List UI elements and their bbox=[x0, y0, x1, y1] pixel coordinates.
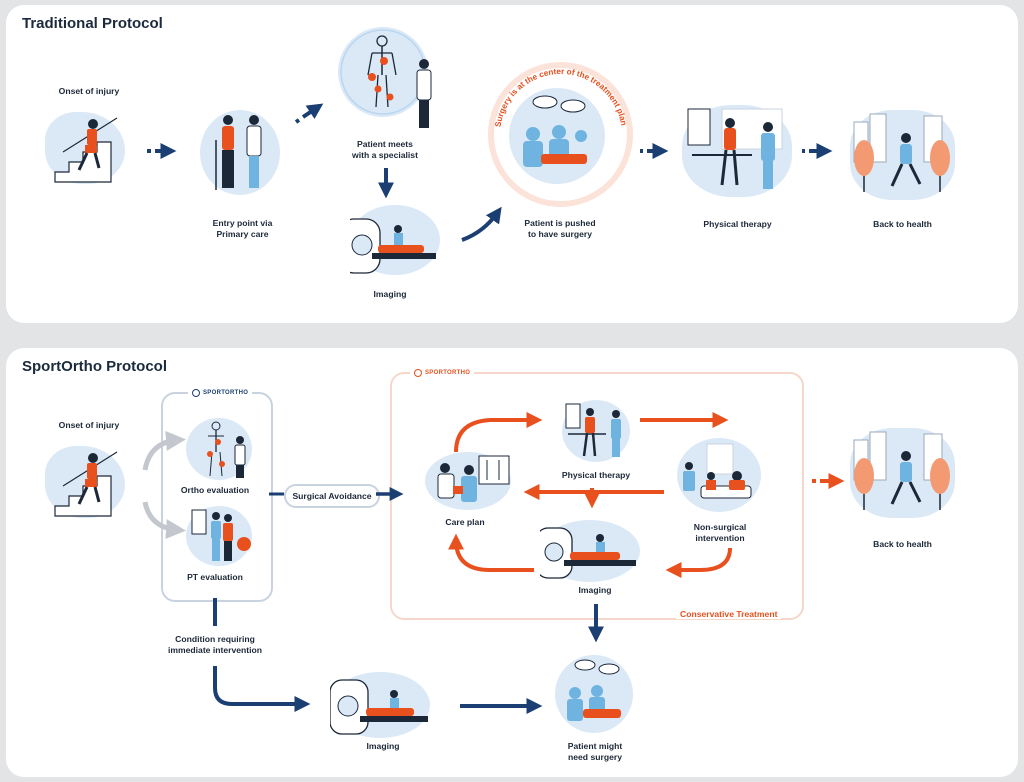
sportortho-logo-icon-orange bbox=[414, 369, 422, 377]
sportortho-logo-conservative: SPORTORTHO bbox=[410, 367, 475, 379]
surgery-team-icon bbox=[567, 659, 621, 721]
surgery-might-illustration bbox=[555, 655, 633, 733]
arrow-onset-to-ortho-eval bbox=[142, 430, 186, 471]
arrow-nonsurgical-to-imaging bbox=[665, 547, 732, 578]
back-to-health-illustration bbox=[850, 110, 955, 200]
arrow-onset-to-pt-eval bbox=[142, 501, 186, 540]
label-imaging-loop: Imaging bbox=[578, 585, 612, 595]
city-runner-icon bbox=[853, 431, 950, 510]
label-physical-therapy-so: Physical therapy bbox=[561, 470, 631, 480]
surgery-ring bbox=[488, 62, 633, 207]
label-condition-immediate: Condition requiring immediate interventi… bbox=[167, 634, 263, 655]
physical-therapy-illustration-so bbox=[562, 400, 630, 462]
city-runner-icon bbox=[853, 113, 950, 192]
doctor-patient-icon bbox=[215, 115, 262, 190]
skeleton-doctor-icon bbox=[207, 421, 246, 478]
mri-scanner-icon bbox=[329, 679, 428, 735]
hospital-bed-icon bbox=[683, 443, 752, 499]
stairs-person-icon bbox=[54, 451, 118, 517]
stairs-person-icon bbox=[54, 117, 118, 183]
imaging-illustration bbox=[339, 205, 440, 275]
label-back-to-health-so: Back to health bbox=[873, 539, 932, 549]
imaging-loop-illustration bbox=[535, 520, 640, 582]
imaging-bottom-illustration bbox=[329, 672, 430, 738]
care-plan-illustration bbox=[425, 452, 511, 510]
label-imaging-bottom: Imaging bbox=[366, 741, 400, 751]
surgical-avoidance-pill: Surgical Avoidance bbox=[284, 484, 380, 508]
mri-scanner-icon bbox=[535, 527, 636, 579]
label-pushed-surgery: Patient is pushed to have surgery bbox=[524, 218, 596, 239]
label-physical-therapy-top: Physical therapy bbox=[703, 219, 772, 229]
back-to-health-illustration-so bbox=[850, 428, 955, 518]
arrow-condition-to-imaging bbox=[213, 666, 311, 712]
therapist-patient-icon bbox=[191, 509, 251, 561]
onset-injury-illustration bbox=[45, 112, 125, 184]
arrow-imaging-to-surgery bbox=[461, 206, 502, 242]
therapy-session-icon bbox=[687, 108, 783, 189]
arrow-imaging-to-careplan bbox=[448, 533, 534, 572]
ortho-eval-illustration bbox=[186, 418, 252, 480]
label-conservative-treatment: Conservative Treatment bbox=[676, 609, 782, 619]
label-care-plan: Care plan bbox=[445, 517, 485, 527]
arrow-entry-to-specialist bbox=[294, 103, 324, 124]
surgery-team-icon bbox=[523, 95, 587, 167]
label-patient-meets-specialist: Patient meets with a specialist bbox=[352, 139, 418, 160]
label-patient-might-surgery: Patient might need surgery bbox=[567, 741, 623, 762]
pt-eval-illustration bbox=[186, 506, 252, 566]
label-ortho-evaluation: Ortho evaluation bbox=[180, 485, 250, 495]
surgery-illustration bbox=[509, 88, 605, 184]
doctor-consultation-icon bbox=[437, 455, 510, 502]
onset-injury-illustration-so bbox=[45, 446, 125, 518]
sportortho-brand-text: SPORTORTHO bbox=[203, 390, 249, 396]
label-non-surgical-intervention: Non-surgical intervention bbox=[693, 522, 747, 543]
sportortho-protocol-title: SportOrtho Protocol bbox=[22, 358, 167, 375]
label-onset-of-injury: Onset of injury bbox=[58, 86, 120, 96]
physical-therapy-illustration bbox=[682, 105, 792, 197]
arrow-careplan-to-pt bbox=[454, 412, 543, 453]
label-pt-evaluation: PT evaluation bbox=[187, 572, 243, 582]
non-surgical-illustration bbox=[677, 438, 761, 512]
mri-scanner-icon bbox=[339, 218, 436, 274]
sportortho-brand-text-orange: SPORTORTHO bbox=[425, 370, 471, 376]
label-entry-primary-care: Entry point via Primary care bbox=[212, 218, 273, 239]
traditional-protocol-title: Traditional Protocol bbox=[22, 15, 163, 32]
label-imaging-top: Imaging bbox=[373, 289, 407, 299]
sportortho-logo-eval: SPORTORTHO bbox=[188, 387, 253, 399]
sportortho-logo-icon bbox=[192, 389, 200, 397]
therapy-session-icon bbox=[565, 403, 621, 457]
label-onset-of-injury-so: Onset of injury bbox=[58, 420, 120, 430]
primary-care-illustration bbox=[200, 110, 280, 195]
label-back-to-health-top: Back to health bbox=[873, 219, 932, 229]
